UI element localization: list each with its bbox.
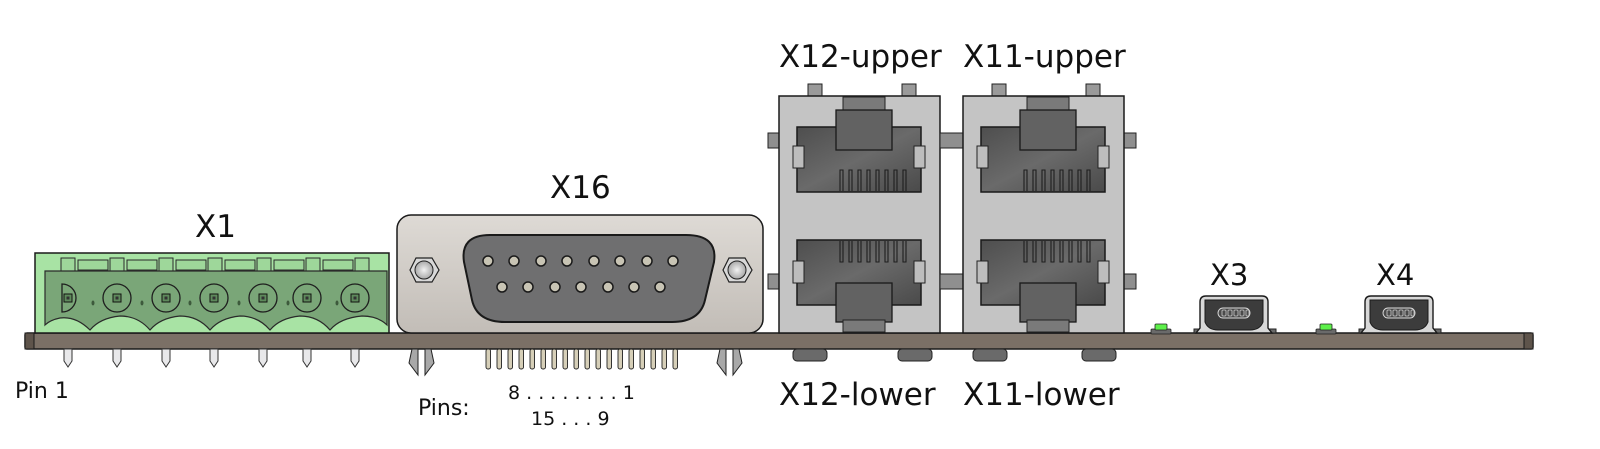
x11-lower-label: X11-lower: [963, 377, 1120, 413]
x12-lower-label: X12-lower: [779, 377, 936, 413]
right-jackscrew: [722, 257, 753, 283]
x16-label: X16: [550, 170, 611, 206]
x11-upper-label: X11-upper: [963, 39, 1126, 75]
x1-label: X1: [195, 209, 236, 245]
x12-rj45-stack: [767, 83, 941, 362]
pins-row2: 15 . . . 9: [531, 408, 610, 430]
x11-rj45-stack: [962, 83, 1125, 362]
x11-lower-port: [976, 239, 1110, 333]
x12-lower-port: [792, 239, 926, 333]
x12-upper-label: X12-upper: [779, 39, 942, 75]
x4-label: X4: [1376, 258, 1415, 292]
led-2: [1315, 323, 1337, 335]
led-1: [1150, 323, 1172, 335]
pins-row1: 8 . . . . . . . . 1: [508, 382, 635, 404]
x16-db15-connector: [396, 214, 764, 377]
shield-clips: [939, 132, 1137, 290]
x11-upper-port: [976, 96, 1110, 193]
x12-upper-port: [792, 96, 926, 193]
x4-mini-usb: [1358, 295, 1442, 334]
x1-terminal-block: [34, 252, 390, 368]
x3-mini-usb: [1193, 295, 1277, 334]
x3-label: X3: [1210, 258, 1249, 292]
left-jackscrew: [409, 257, 440, 283]
pcb: [24, 332, 1534, 350]
pins-label: Pins:: [418, 396, 470, 421]
pin1-annotation: Pin 1: [15, 379, 69, 404]
